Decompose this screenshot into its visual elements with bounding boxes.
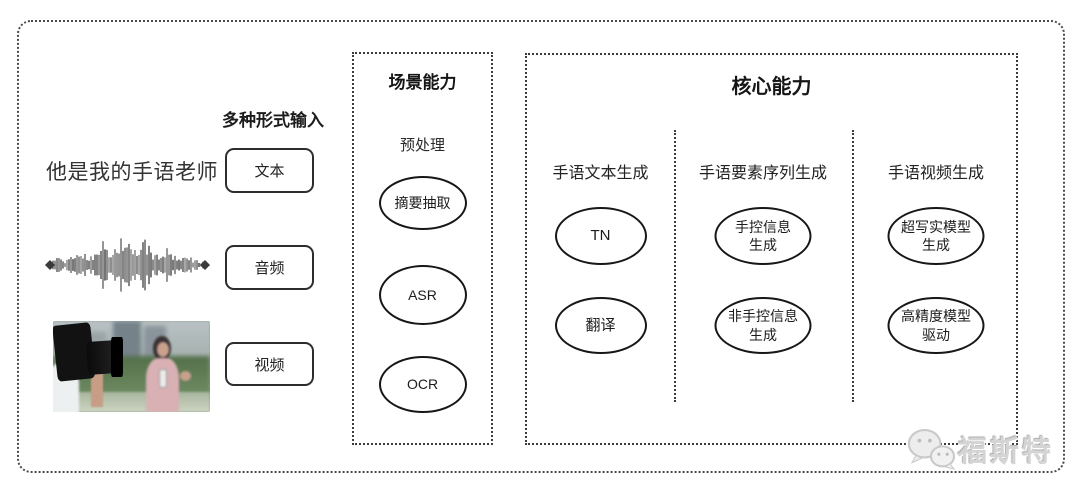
outer-dotted-border [17,20,1065,473]
node-hyperrealistic-model-generation: 超写实模型 生成 [887,207,985,265]
node-manual-info-generation: 手控信息 生成 [714,207,812,265]
node-high-precision-model-driving: 高精度模型 驱动 [887,297,985,354]
node-asr: ASR [378,265,467,325]
node-non-manual-info-generation: 非手控信息 生成 [714,297,812,354]
video-input-box: 视频 [225,342,314,386]
core-column-video-generation: 手语视频生成 超写实模型 生成 高精度模型 驱动 [852,55,1020,443]
column-divider [674,130,676,402]
column-header: 手语要素序列生成 [698,165,827,182]
reporter-face [156,342,169,357]
node-summary-extraction: 摘要抽取 [378,176,467,230]
text-input-label: 文本 [254,163,285,180]
reporter-figure [139,335,192,412]
node-tn: TN [554,207,647,265]
audio-input-label: 音频 [254,260,285,277]
core-column-text-generation: 手语文本生成 TN 翻译 [527,55,674,443]
node-translation: 翻译 [554,297,647,354]
sample-sentence-text: 他是我的手语老师 [46,161,218,184]
column-header: 手语文本生成 [552,165,649,182]
microphone-shape [159,369,168,388]
text-input-box: 文本 [225,148,314,193]
column-header: 手语视频生成 [887,165,984,182]
core-column-element-sequence: 手语要素序列生成 手控信息 生成 非手控信息 生成 [674,55,852,443]
scene-capability-title: 场景能力 [388,73,457,92]
scene-capability-box: 场景能力 预处理 摘要抽取 ASR OCR [352,52,493,445]
camera-interview-photo [53,321,210,412]
preprocessing-label: 预处理 [399,137,445,154]
node-ocr: OCR [378,356,467,413]
input-section-title: 多种形式输入 [222,111,324,130]
audio-input-box: 音频 [225,245,314,290]
cameraman-figure [53,321,147,412]
wechat-chat-bubbles-icon [907,429,956,470]
reporter-hand [179,370,192,381]
watermark-text: 福斯特 [958,436,1055,468]
camera-hood-shape [111,337,123,378]
audio-waveform-icon [45,238,210,292]
video-input-label: 视频 [254,356,285,374]
column-divider [852,130,854,402]
core-capability-box: 核心能力 手语文本生成 TN 翻译 手语要素序列生成 手控信息 生成 非手控信息… [525,53,1018,445]
core-capability-title: 核心能力 [731,76,812,98]
watermark: 福斯特 [906,428,1054,470]
